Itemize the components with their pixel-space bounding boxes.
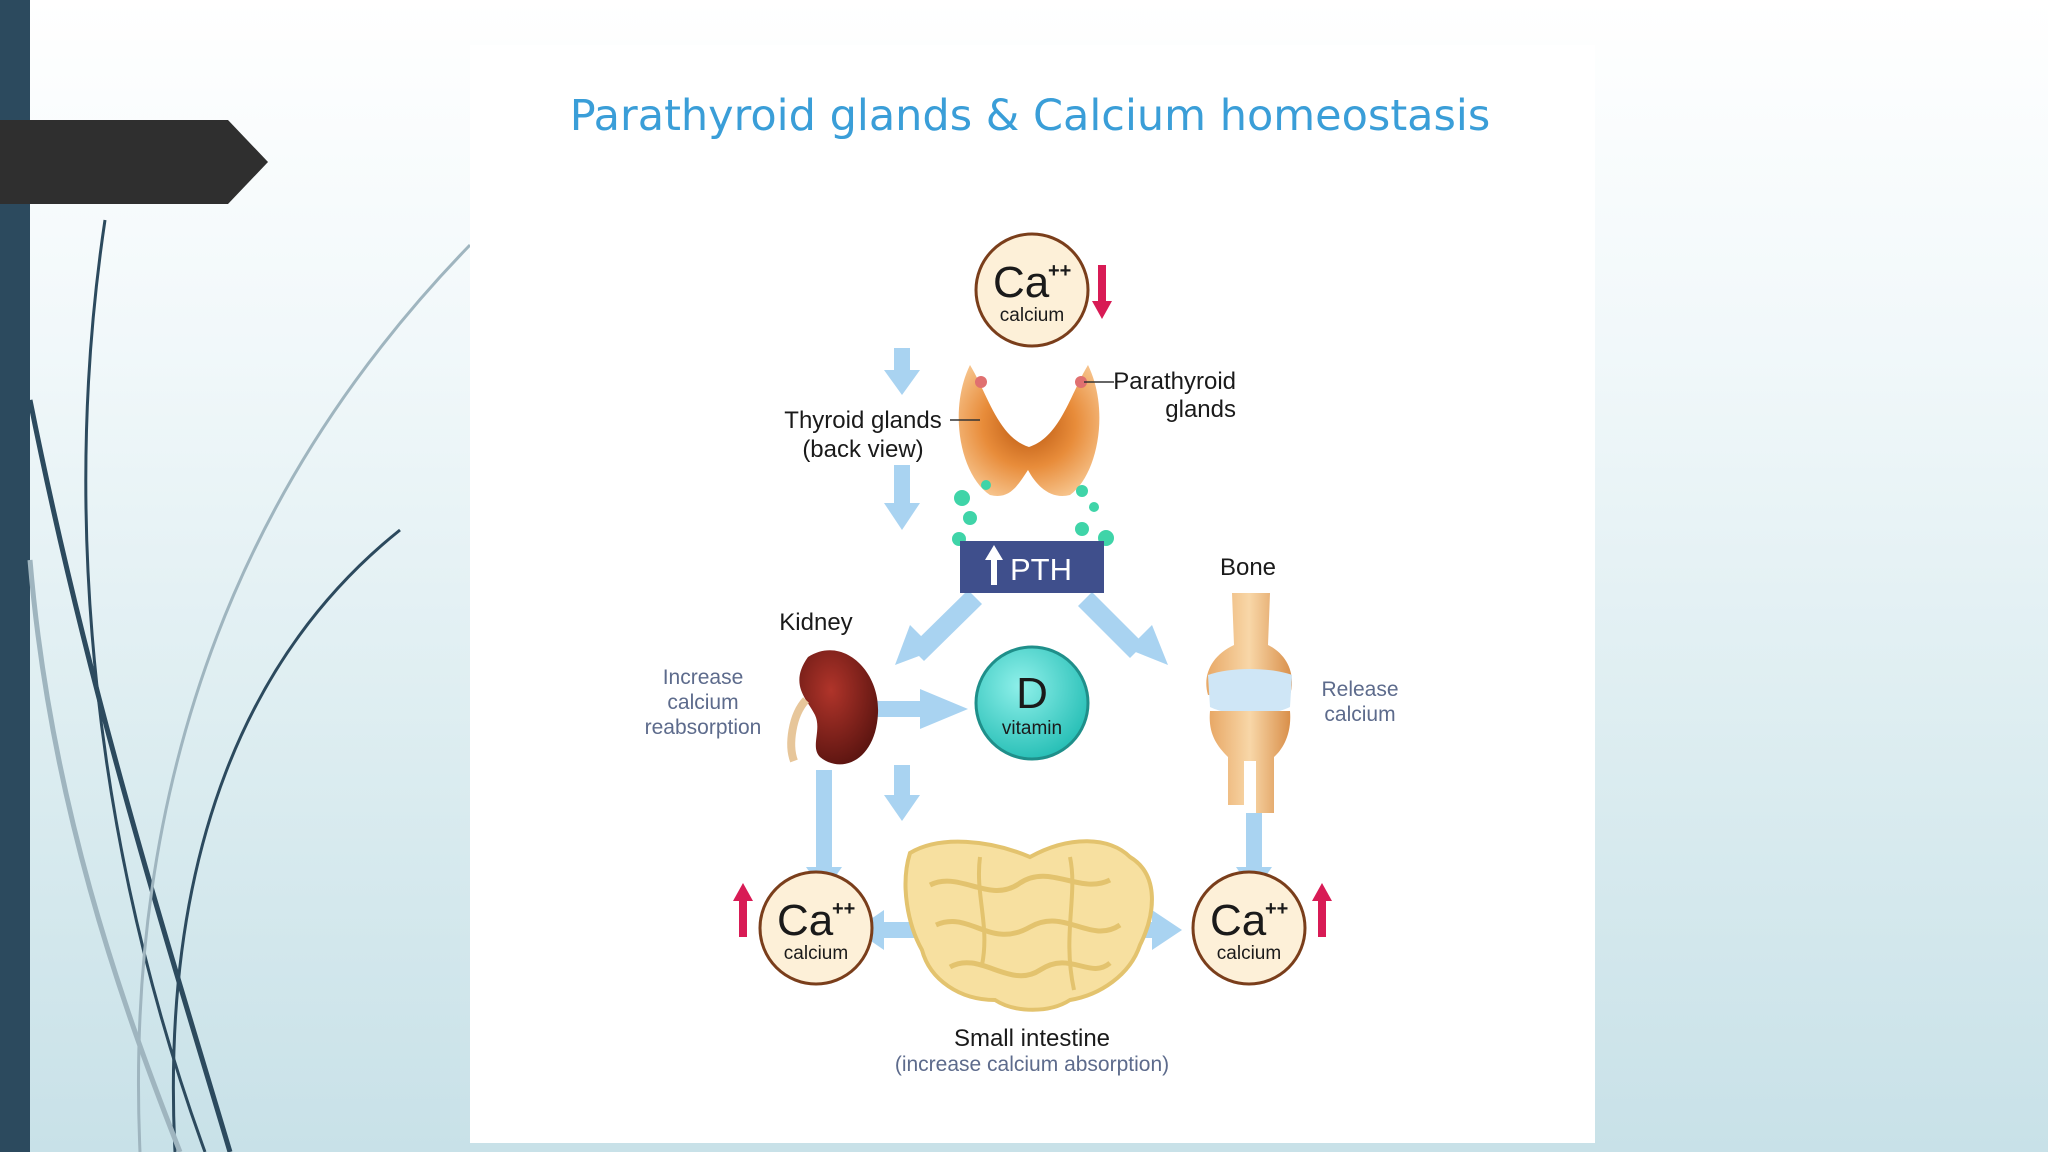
vitamin-label: vitamin (1002, 718, 1062, 739)
calcium-symbol: Ca (993, 258, 1050, 307)
arrow-pth-to-bone (1078, 592, 1168, 665)
pth-box: PTH (960, 541, 1104, 593)
calcium-circle (974, 232, 1090, 348)
decorative-curve-4 (137, 243, 472, 1152)
calcium-label: calcium (784, 943, 848, 964)
arrow-pth-to-kidney (895, 590, 982, 665)
kidney-effect-line2: calcium (667, 691, 738, 714)
decorative-curve-3 (171, 528, 401, 1152)
kidney-effect-line1: Increase (663, 666, 744, 689)
arrow-vitamin-to-intestine (884, 765, 920, 821)
calcium-homeostasis-diagram: Parathyroid glands & Calcium homeostasis (570, 91, 1491, 1076)
vitamin-letter: D (1016, 669, 1048, 718)
bone-effect-line2: calcium (1324, 703, 1395, 726)
parathyroid-label-line1: Parathyroid (1113, 368, 1236, 395)
calcium-label: calcium (1217, 943, 1281, 964)
kidney-illustration (787, 650, 879, 765)
calcium-symbol: Ca (777, 896, 834, 945)
bone-label: Bone (1220, 554, 1276, 581)
calcium-circle (758, 870, 874, 986)
decorative-curve-2 (84, 219, 207, 1152)
calcium-high-right-node: Ca ++ calcium (1191, 870, 1307, 986)
vitamin-circle (974, 645, 1090, 761)
calcium-increase-icon (733, 883, 753, 937)
calcium-decrease-icon (1092, 265, 1112, 319)
calcium-label: calcium (1000, 305, 1064, 326)
diagram-title: Parathyroid glands & Calcium homeostasis (570, 91, 1491, 141)
decorative-curve-5 (27, 559, 183, 1152)
pth-label: PTH (1010, 552, 1072, 587)
arrow-calcium-to-thyroid (884, 348, 920, 395)
thyroid-label-line1: Thyroid glands (784, 407, 941, 434)
kidney-label: Kidney (779, 609, 852, 636)
intestine-effect: (increase calcium absorption) (895, 1053, 1169, 1076)
pth-increase-icon (985, 545, 1003, 585)
calcium-circle (1191, 870, 1307, 986)
pth-secretion-dots (952, 480, 1114, 546)
diagram-panel: Parathyroid glands & Calcium homeostasis (470, 45, 1595, 1143)
kidney-effect-line3: reabsorption (645, 716, 762, 739)
arrow-kidney-to-vitamin (872, 689, 968, 729)
parathyroid-label-line2: glands (1165, 396, 1236, 423)
intestine-label: Small intestine (954, 1025, 1110, 1052)
thyroid-label-line2: (back view) (802, 436, 923, 463)
calcium-charge: ++ (832, 898, 855, 920)
arrow-thyroid-to-pth (884, 465, 920, 530)
vitamin-d-node: D vitamin (974, 645, 1090, 761)
small-intestine-illustration (903, 839, 1154, 1012)
calcium-high-left-node: Ca ++ calcium (758, 870, 874, 986)
calcium-low-node: Ca ++ calcium (974, 232, 1090, 348)
bone-effect-line1: Release (1321, 678, 1398, 701)
calcium-charge: ++ (1048, 260, 1071, 282)
calcium-symbol: Ca (1210, 896, 1267, 945)
calcium-charge: ++ (1265, 898, 1288, 920)
title-tab-shape (0, 120, 268, 204)
calcium-increase-icon (1312, 883, 1332, 937)
thyroid-gland-illustration (958, 365, 1100, 496)
decorative-curve-1 (27, 399, 233, 1152)
bone-joint-illustration (1206, 593, 1292, 813)
